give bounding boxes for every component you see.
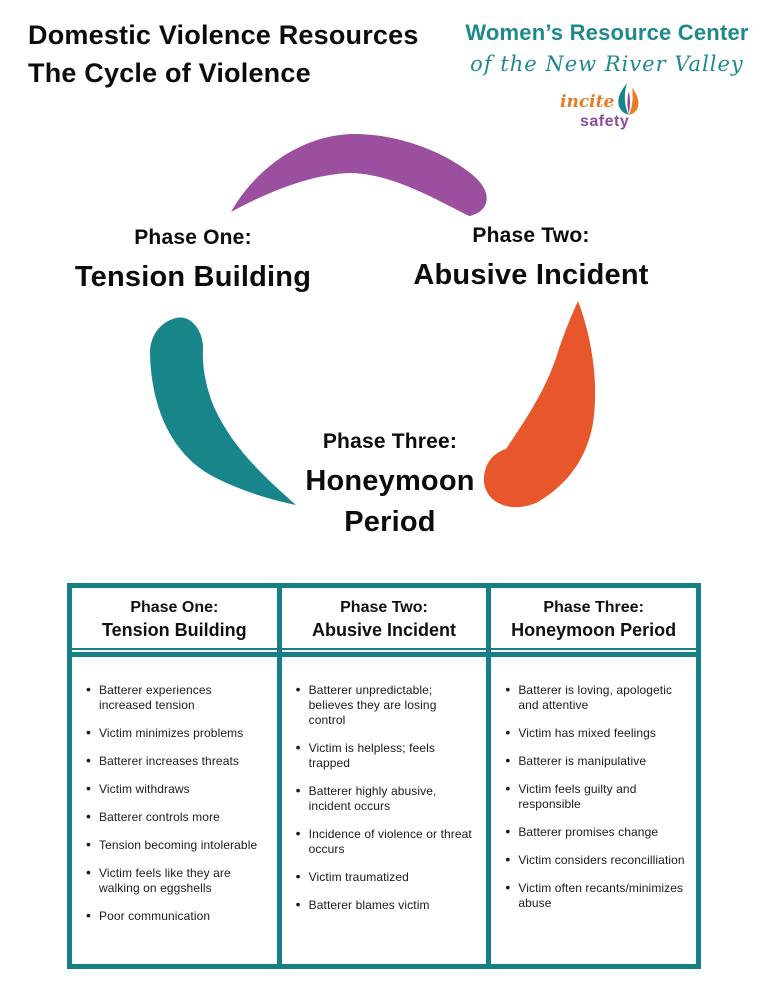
bullet-item: Victim has mixed feelings — [505, 725, 686, 741]
flame-icon — [618, 83, 639, 115]
bullet-item: Batterer controls more — [86, 809, 267, 825]
bullet-item: Victim traumatized — [296, 869, 477, 885]
cycle-arrow-left-shape — [150, 317, 296, 505]
phase-one-name: Tension Building — [74, 261, 312, 293]
bullet-item: Victim considers reconcilliation — [505, 852, 686, 868]
cycle-label-phase-three: Phase Three: Honeymoon Period — [295, 430, 485, 543]
cycle-label-phase-two: Phase Two: Abusive Incident — [401, 224, 661, 296]
phases-table: Phase One: Tension Building Phase Two: A… — [67, 583, 701, 969]
page-title: Domestic Violence Resources The Cycle of… — [28, 16, 419, 92]
incite-safety-logo: incite safety — [462, 82, 752, 134]
table-header-phase-two-label: Phase Two: — [340, 599, 428, 616]
org-tagline: of the New River Valley — [470, 52, 744, 76]
table-body-phase-one: Batterer experiences increased tensionVi… — [72, 657, 277, 964]
phase-one-label: Phase One: — [134, 226, 252, 249]
page-title-line1: Domestic Violence Resources — [28, 20, 419, 50]
bullet-item: Batterer unpredictable; believes they ar… — [296, 682, 477, 728]
bullet-item: Tension becoming intolerable — [86, 837, 267, 853]
bullet-item: Batterer is loving, apologetic and atten… — [505, 682, 686, 713]
table-header-phase-one-name: Tension Building — [102, 620, 247, 640]
bullet-item: Victim feels like they are walking on eg… — [86, 865, 267, 896]
bullet-item: Batterer experiences increased tension — [86, 682, 267, 713]
phase-three-name: Honeymoon Period — [305, 465, 475, 538]
table-body-phase-two: Batterer unpredictable; believes they ar… — [281, 657, 487, 964]
bullet-item: Poor communication — [86, 908, 267, 924]
cycle-arrow-right-shape — [483, 301, 596, 508]
incite-label: incite — [560, 92, 615, 112]
table-header-phase-three: Phase Three: Honeymoon Period — [491, 588, 696, 652]
bullet-item: Victim feels guilty and responsible — [505, 781, 686, 812]
table-header-phase-two-name: Abusive Incident — [311, 620, 456, 640]
bullet-item: Victim often recants/minimizes abuse — [505, 880, 686, 911]
table-header-phase-three-label: Phase Three: — [543, 599, 644, 616]
page-title-line2: The Cycle of Violence — [28, 58, 311, 88]
org-name: Women’s Resource Center — [465, 20, 749, 45]
bullet-item: Incidence of violence or threat occurs — [296, 826, 477, 857]
phase-two-bullet-list: Batterer unpredictable; believes they ar… — [296, 682, 477, 913]
cycle-arrow-right-icon — [483, 301, 596, 508]
cycle-arrow-top-icon — [231, 133, 487, 216]
bullet-item: Victim minimizes problems — [86, 725, 267, 741]
table-body-phase-three: Batterer is loving, apologetic and atten… — [491, 657, 696, 964]
bullet-item: Batterer highly abusive, incident occurs — [296, 783, 477, 814]
bullet-item: Victim withdraws — [86, 781, 267, 797]
safety-label: safety — [580, 113, 630, 130]
phase-two-name: Abusive Incident — [413, 259, 649, 291]
cycle-label-phase-one: Phase One: Tension Building — [63, 226, 323, 298]
phase-one-bullet-list: Batterer experiences increased tensionVi… — [86, 682, 267, 924]
table-header-phase-one-label: Phase One: — [130, 599, 219, 616]
bullet-item: Batterer blames victim — [296, 897, 477, 913]
org-logo: Women’s Resource Center of the New River… — [462, 20, 752, 134]
bullet-item: Batterer promises change — [505, 824, 686, 840]
cycle-arrow-left-icon — [150, 317, 296, 505]
phase-three-bullet-list: Batterer is loving, apologetic and atten… — [505, 682, 686, 911]
table-header-phase-three-name: Honeymoon Period — [511, 620, 677, 640]
bullet-item: Victim is helpless; feels trapped — [296, 740, 477, 771]
bullet-item: Batterer is manipulative — [505, 753, 686, 769]
phase-two-label: Phase Two: — [472, 224, 590, 247]
cycle-arrow-top-shape — [231, 133, 487, 216]
table-header-phase-two: Phase Two: Abusive Incident — [281, 588, 487, 652]
table-header-phase-one: Phase One: Tension Building — [72, 588, 277, 652]
bullet-item: Batterer increases threats — [86, 753, 267, 769]
phase-three-label: Phase Three: — [322, 430, 458, 453]
